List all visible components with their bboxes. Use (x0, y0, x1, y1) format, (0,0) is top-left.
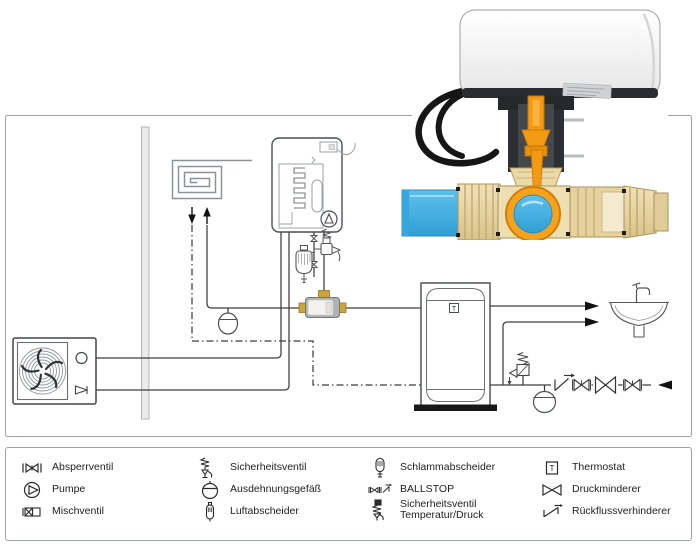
heat-pump-supply-pipe (87, 232, 282, 359)
legend-item: Sicherheitsventil (197, 456, 306, 480)
backflow-preventer (551, 373, 575, 392)
dirt-separator-icon (375, 457, 385, 478)
thermostat-icon: T (545, 461, 559, 475)
legend-label: Druckminderer (572, 483, 641, 496)
tank-base (414, 404, 497, 411)
arrow-up-icon (203, 207, 211, 217)
mixing-valve-icon (22, 507, 41, 517)
legend-item: Rückflussverhinderer (539, 500, 671, 524)
arrow-down-icon (188, 214, 196, 224)
actuator (459, 9, 661, 99)
legend-item: T Thermostat (539, 456, 625, 480)
floor-heating-supply-pipe (206, 225, 299, 309)
motorized-ball-valve (298, 290, 347, 320)
safety-relief-valve-temperature-pressure (507, 352, 530, 386)
safety-valve-icon (199, 457, 213, 479)
legend-label: Pumpe (52, 483, 86, 496)
pressure-reducer (593, 375, 618, 395)
legend-label: Schlammabscheider (400, 461, 496, 474)
cold-water-arrow (585, 317, 599, 327)
legend-label: Absperrventil (52, 461, 114, 474)
underfloor-heating-coil (171, 159, 252, 224)
air-separator (295, 245, 314, 283)
valve-body (401, 183, 669, 240)
return-dashdot-pipe (191, 225, 421, 386)
legend-item: Pumpe (19, 478, 85, 502)
product-photo-motorized-valve (401, 0, 669, 240)
shutoff-valve (571, 378, 592, 392)
legend-item: Druckminderer (539, 478, 641, 502)
o-ring-seals (456, 187, 626, 237)
actuator-label (562, 82, 612, 99)
cold-water-riser (502, 321, 585, 385)
ballstop-icon (368, 483, 392, 494)
sensor-wire (337, 142, 356, 156)
legend-label: Sicherheitsventil Temperatur/Druck (400, 497, 484, 521)
flow-arrows (188, 207, 211, 224)
heat-pump-return-pipe (87, 232, 290, 391)
thermostat-letter: T (549, 463, 554, 473)
legend-label: Rückflussverhinderer (572, 505, 671, 518)
storage-tank: T (414, 282, 497, 411)
legend-label: Sicherheitsventil (230, 461, 307, 474)
faucet-icon (632, 282, 651, 303)
shutoff-valve-icon (22, 462, 42, 474)
expansion-vessel-icon (201, 481, 219, 500)
internal-vessel-icon (311, 179, 323, 213)
legend-item: Ausdehnungsgefäß (197, 478, 321, 502)
pump-port-icon (75, 351, 88, 365)
heating-expansion-vessel (217, 312, 239, 335)
legend-label: Luftabscheider (230, 505, 299, 518)
legend-item: Mischventil (19, 500, 104, 524)
legend: Absperrventil Pumpe Mischventil (5, 447, 692, 541)
legend-item: BALLSTOP (367, 478, 454, 502)
cold-water-inlet-assembly (507, 352, 643, 414)
dhw-expansion-vessel (532, 390, 557, 414)
legend-item: Luftabscheider (197, 500, 299, 524)
heat-pump-outdoor-unit (12, 337, 97, 405)
wall (141, 126, 150, 420)
air-separator-icon (205, 501, 215, 522)
thermostat-letter: T (452, 306, 457, 313)
cable (415, 86, 500, 167)
water-inlet-arrow (658, 380, 672, 390)
tank-thermostat: T (449, 303, 459, 313)
check-valve-icon (74, 385, 89, 395)
air-separator-assembly (295, 228, 342, 283)
fitting-icon (309, 235, 319, 242)
legend-item: Absperrventil (19, 456, 113, 480)
legend-label: Thermostat (572, 461, 626, 474)
safety-valve-temp-pressure-icon (371, 499, 384, 521)
legend-label: Ausdehnungsgefäß (230, 483, 322, 496)
legend-label: Mischventil (52, 505, 104, 518)
safety-valve (314, 228, 342, 262)
shutoff-valve (622, 378, 643, 392)
hot-water-arrow (585, 301, 599, 311)
pressure-reducer-icon (542, 483, 562, 497)
indoor-unit (271, 137, 356, 233)
legend-label: BALLSTOP (400, 483, 455, 496)
pump-icon (23, 481, 41, 499)
washbasin (609, 282, 669, 338)
backflow-preventer-icon (543, 504, 563, 517)
blue-pipe (401, 189, 461, 237)
display-icon (319, 141, 338, 153)
heat-exchanger-icon (293, 167, 306, 209)
legend-item: Sicherheitsventil Temperatur/Druck (367, 498, 483, 522)
legend-item: Schlammabscheider (367, 456, 495, 480)
